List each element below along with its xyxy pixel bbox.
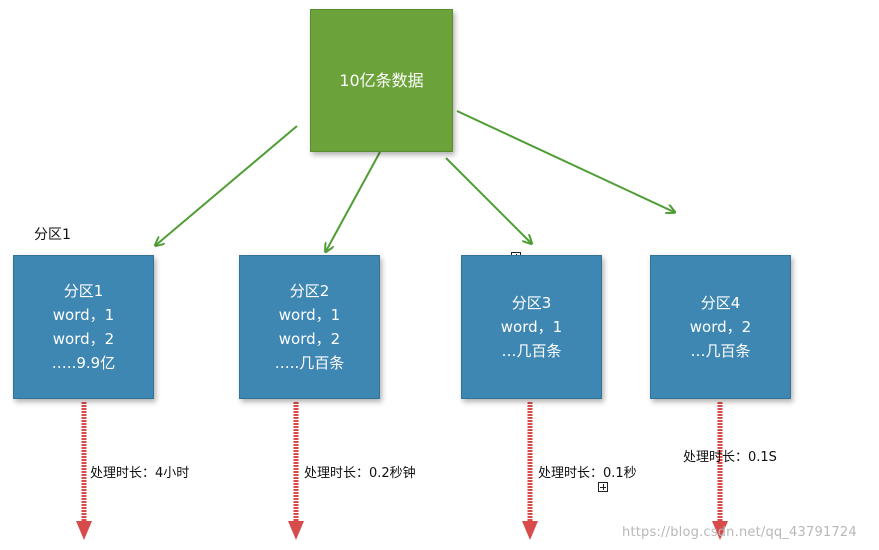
partition-4-line-2: word，2	[689, 318, 752, 336]
partition-4-node: 分区4 word，2 …几百条	[650, 255, 791, 399]
root-to-partition-1-arrow	[156, 125, 298, 245]
root-data-node: 10亿条数据	[310, 9, 453, 152]
partition-1-outside-label: 分区1	[34, 227, 71, 243]
root-to-partition-3-arrow	[445, 157, 531, 243]
partition-2-node: 分区2 word，1 word，2 …..几百条	[239, 255, 380, 399]
partition-2-processing-time: 处理时长：0.2秒钟	[304, 466, 416, 481]
partition-2-line-3: word，2	[278, 330, 341, 348]
partition-4-line-1: 分区4	[700, 294, 741, 312]
process-arrow-3	[522, 402, 538, 540]
partition-1-line-2: word，1	[52, 306, 115, 324]
root-data-label: 10亿条数据	[339, 70, 424, 90]
partition-2-line-1: 分区2	[289, 282, 330, 300]
partition-4-line-3: …几百条	[690, 342, 751, 360]
partition-1-line-3: word，2	[52, 330, 115, 348]
process-arrow-1	[76, 402, 92, 540]
partition-3-line-1: 分区3	[511, 294, 552, 312]
root-to-partition-2-arrow	[326, 151, 381, 251]
process-arrow-4	[712, 402, 728, 540]
partition-1-processing-time: 处理时长：4小时	[90, 466, 190, 481]
selection-handle-icon[interactable]	[598, 482, 608, 492]
partition-3-line-2: word，1	[500, 318, 563, 336]
process-arrow-2	[288, 402, 304, 540]
partition-1-line-1: 分区1	[63, 282, 104, 300]
root-to-partition-4-arrow	[456, 110, 674, 212]
partition-3-line-3: …几百条	[501, 342, 562, 360]
partition-3-processing-time: 处理时长：0.1秒	[538, 466, 637, 481]
partition-2-line-4: …..几百条	[274, 354, 345, 372]
partition-1-node: 分区1 word，1 word，2 …..9.9亿	[13, 255, 154, 399]
partition-2-line-2: word，1	[278, 306, 341, 324]
partition-4-processing-time: 处理时长：0.1S	[683, 450, 777, 465]
source-watermark: https://blog.csdn.net/qq_43791724	[622, 525, 857, 540]
partition-3-node: 分区3 word，1 …几百条	[461, 255, 602, 399]
partition-1-line-4: …..9.9亿	[51, 354, 116, 372]
